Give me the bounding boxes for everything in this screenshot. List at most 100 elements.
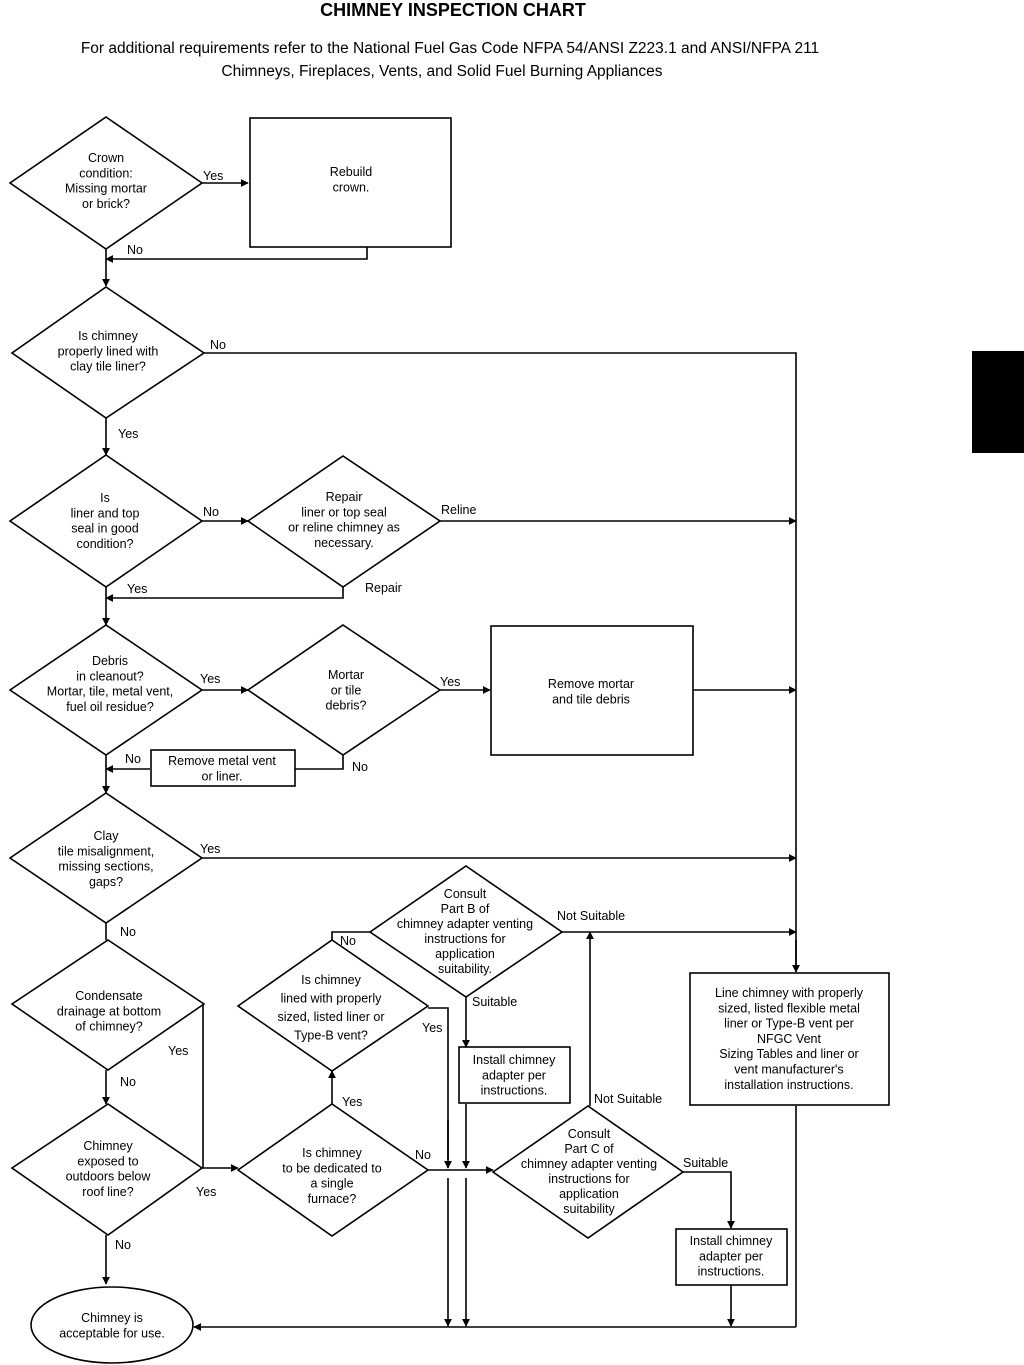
node-line: condition? bbox=[77, 537, 134, 551]
decision-consult-part-b bbox=[368, 865, 564, 998]
label-reline: Reline bbox=[441, 503, 476, 517]
node-line: instructions. bbox=[481, 1084, 548, 1098]
node-line: roof line? bbox=[82, 1185, 133, 1199]
decision-consult-part-c bbox=[491, 1105, 685, 1239]
decision-crown-condition bbox=[8, 116, 204, 250]
box-repair-liner bbox=[246, 455, 442, 588]
label-debris-no: No bbox=[125, 752, 141, 766]
decision-mortar-tile-debris bbox=[246, 624, 442, 756]
node-line: seal in good bbox=[71, 522, 138, 536]
node-line: chimney adapter venting bbox=[521, 1157, 657, 1171]
node-line: exposed to bbox=[77, 1154, 138, 1168]
decision-liner-seal bbox=[8, 454, 204, 588]
box-install-adapter-b bbox=[458, 1046, 571, 1104]
label-exposed-yes: Yes bbox=[196, 1185, 216, 1199]
node-line: Is bbox=[100, 491, 110, 505]
node-line: Consult bbox=[568, 1127, 611, 1141]
node-line: Is chimney bbox=[78, 329, 138, 343]
decision-condensate-drainage bbox=[10, 939, 206, 1071]
node-line: Missing mortar bbox=[65, 182, 147, 196]
node-line: lined with properly bbox=[281, 992, 382, 1006]
node-line: of chimney? bbox=[75, 1020, 142, 1034]
node-line: fuel oil residue? bbox=[66, 700, 154, 714]
node-line: acceptable for use. bbox=[59, 1326, 165, 1340]
terminal-chimney-acceptable bbox=[30, 1286, 194, 1364]
node-line: Part B of bbox=[441, 902, 490, 916]
box-install-adapter-c bbox=[675, 1228, 788, 1286]
node-line: tile misalignment, bbox=[58, 844, 155, 858]
label-crown-yes: Yes bbox=[203, 169, 223, 183]
node-line: Remove metal vent bbox=[168, 754, 276, 768]
node-line: sized, listed liner or bbox=[278, 1010, 385, 1024]
node-line: instructions. bbox=[698, 1265, 765, 1279]
label-part-c-suitable: Suitable bbox=[683, 1156, 728, 1170]
node-line: Type-B vent? bbox=[294, 1029, 368, 1043]
node-line: Is chimney bbox=[302, 1146, 362, 1160]
node-line: liner or Type-B vent per bbox=[724, 1017, 854, 1031]
node-line: sized, listed flexible metal bbox=[718, 1001, 860, 1015]
node-line: adapter per bbox=[482, 1068, 546, 1082]
node-line: suitability bbox=[563, 1202, 615, 1216]
box-remove-mortar bbox=[490, 625, 694, 756]
label-seal-yes: Yes bbox=[127, 582, 147, 596]
flow-connectors bbox=[102, 179, 800, 1331]
node-line: furnace? bbox=[308, 1192, 357, 1206]
node-line: Mortar bbox=[328, 668, 364, 682]
node-line: or liner. bbox=[202, 769, 243, 783]
label-exposed-no: No bbox=[115, 1238, 131, 1252]
node-line: liner and top bbox=[71, 506, 140, 520]
node-line: Debris bbox=[92, 654, 128, 668]
node-line: Mortar, tile, metal vent, bbox=[47, 685, 173, 699]
label-mortar-no: No bbox=[352, 760, 368, 774]
label-condensate-no: No bbox=[120, 1075, 136, 1089]
decision-chimney-lined bbox=[10, 286, 206, 419]
label-lined-vent-yes: Yes bbox=[422, 1021, 442, 1035]
label-part-b-not-suitable: Not Suitable bbox=[557, 909, 625, 923]
box-line-chimney bbox=[689, 972, 890, 1106]
node-line: Sizing Tables and liner or bbox=[719, 1047, 858, 1061]
node-line: application bbox=[559, 1187, 619, 1201]
node-line: instructions for bbox=[548, 1172, 629, 1186]
label-condensate-yes: Yes bbox=[168, 1044, 188, 1058]
label-part-b-suitable: Suitable bbox=[472, 995, 517, 1009]
label-clay-no: No bbox=[120, 925, 136, 939]
node-line: Repair bbox=[326, 490, 363, 504]
label-repair: Repair bbox=[365, 581, 402, 595]
node-line: clay tile liner? bbox=[70, 360, 146, 374]
node-line: or reline chimney as bbox=[288, 521, 400, 535]
label-debris-yes: Yes bbox=[200, 672, 220, 686]
node-line: Chimney bbox=[83, 1139, 133, 1153]
node-line: to be dedicated to bbox=[282, 1161, 381, 1175]
node-line: Condensate bbox=[75, 989, 142, 1003]
node-line: installation instructions. bbox=[724, 1078, 853, 1092]
node-line: liner or top seal bbox=[301, 505, 386, 519]
page-title: CHIMNEY INSPECTION CHART bbox=[320, 0, 586, 20]
node-line: or tile bbox=[331, 683, 362, 697]
node-line: outdoors below bbox=[66, 1170, 152, 1184]
decision-chimney-exposed bbox=[10, 1103, 204, 1236]
node-line: vent manufacturer's bbox=[734, 1063, 843, 1077]
node-line: and tile debris bbox=[552, 692, 630, 706]
node-line: drainage at bottom bbox=[57, 1004, 161, 1018]
node-line: instructions for bbox=[424, 932, 505, 946]
node-line: debris? bbox=[326, 699, 367, 713]
node-line: Install chimney bbox=[690, 1234, 773, 1248]
node-line: Rebuild bbox=[330, 165, 372, 179]
node-line: suitability. bbox=[438, 962, 492, 976]
section-tab bbox=[972, 351, 1024, 453]
label-lined-yes: Yes bbox=[118, 427, 138, 441]
node-line: Install chimney bbox=[473, 1053, 556, 1067]
label-lined-vent-no: No bbox=[340, 934, 356, 948]
